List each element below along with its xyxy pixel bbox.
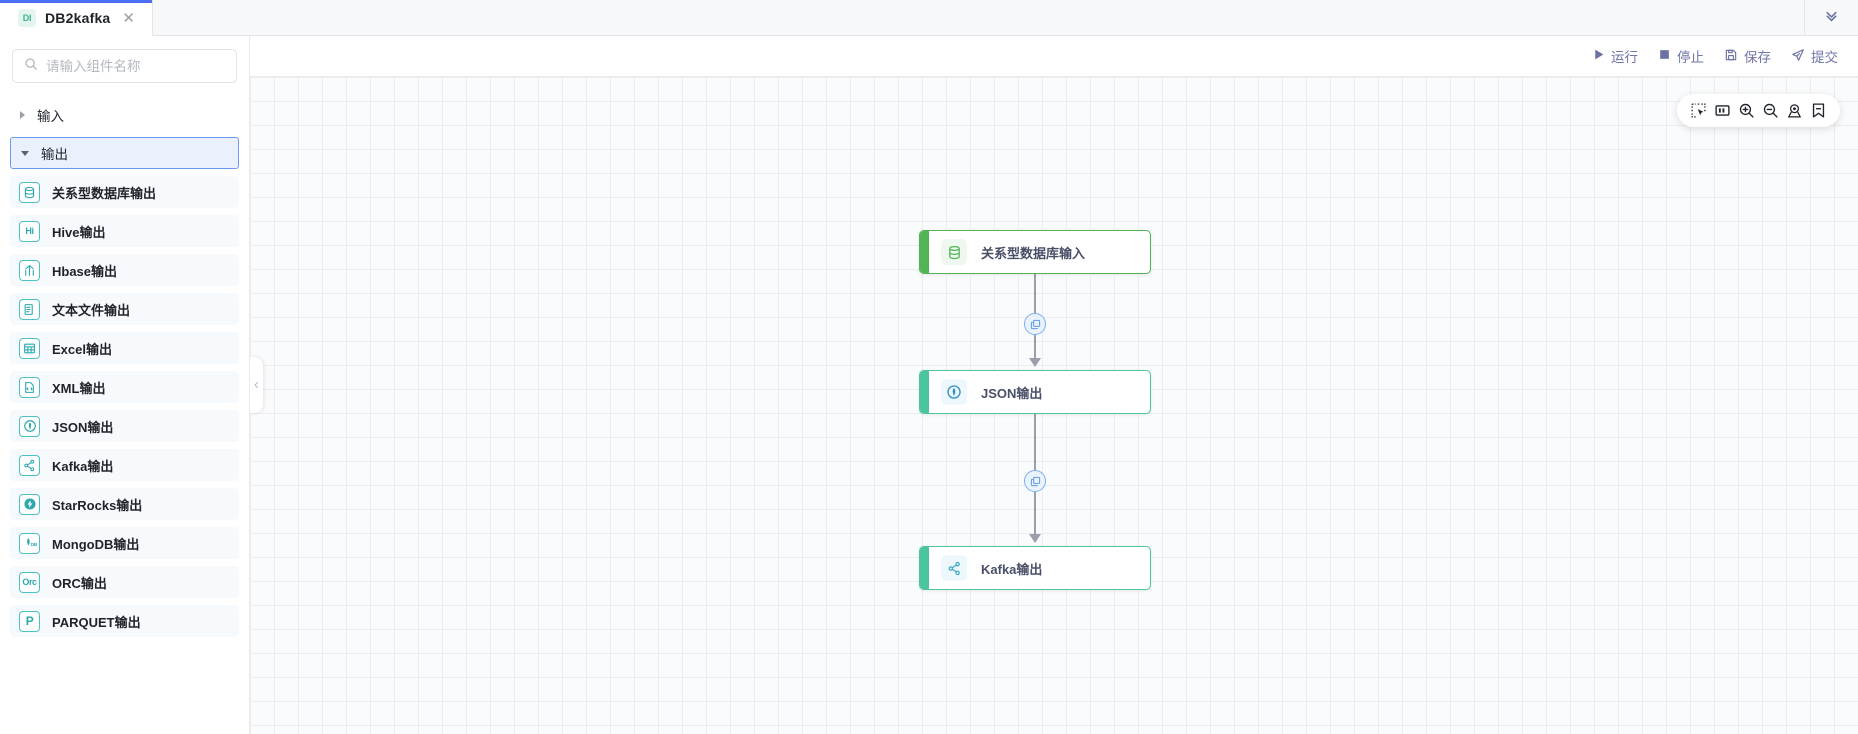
svg-text:DB: DB (30, 542, 36, 548)
database-icon (19, 182, 40, 203)
chevron-right-icon (20, 111, 25, 119)
component-label: Excel输出 (52, 339, 112, 358)
stop-icon (1658, 48, 1671, 64)
tab-title: DB2kafka (45, 10, 110, 26)
orc-icon: Orc (19, 572, 40, 593)
component-item-hbase-output[interactable]: Hbase输出 (10, 254, 239, 286)
fit-view-icon[interactable] (1714, 102, 1731, 119)
submit-label: 提交 (1811, 46, 1838, 66)
search-wrapper (0, 36, 249, 93)
search-box[interactable] (12, 49, 237, 83)
component-label: 关系型数据库输出 (52, 183, 156, 202)
database-icon (941, 239, 967, 265)
bookmark-icon[interactable] (1810, 102, 1827, 119)
component-label: Hive输出 (52, 222, 105, 241)
component-label: StarRocks输出 (52, 495, 142, 514)
send-icon (1791, 48, 1805, 65)
text-file-icon (19, 299, 40, 320)
node-accent-bar (920, 547, 929, 589)
component-item-mongodb-output[interactable]: DB MongoDB输出 (10, 527, 239, 559)
hbase-icon (19, 260, 40, 281)
mongodb-icon: DB (19, 533, 40, 554)
tab-bar: DI DB2kafka ✕ (0, 0, 1858, 36)
save-label: 保存 (1744, 46, 1771, 66)
zoom-in-icon[interactable] (1738, 102, 1755, 119)
hive-icon: Hi (19, 221, 40, 242)
canvas-tools (1677, 94, 1840, 127)
tabbar-actions (1804, 0, 1858, 35)
edge-badge-copy-1[interactable] (1024, 313, 1046, 335)
play-icon (1592, 48, 1605, 64)
locate-icon[interactable] (1786, 102, 1803, 119)
tab-type-badge: DI (18, 9, 36, 27)
node-accent-bar (920, 231, 929, 273)
tab-db2kafka[interactable]: DI DB2kafka ✕ (0, 0, 153, 36)
component-item-orc-output[interactable]: Orc ORC输出 (10, 566, 239, 598)
edge-arrow-2 (1029, 534, 1041, 543)
component-label: Kafka输出 (52, 456, 113, 475)
sidebar-group-label: 输出 (41, 143, 68, 163)
json-icon (941, 379, 967, 405)
component-label: 文本文件输出 (52, 300, 130, 319)
component-label: ORC输出 (52, 573, 107, 592)
edge-arrow-1 (1029, 358, 1041, 367)
component-label: JSON输出 (52, 417, 113, 436)
component-tree: 输入 输出 关系型数据库输出 Hi Hive输出 Hbase输出 (0, 93, 249, 734)
close-icon[interactable]: ✕ (119, 9, 138, 28)
component-label: XML输出 (52, 378, 105, 397)
search-icon (24, 57, 38, 76)
xml-icon (19, 377, 40, 398)
stop-button[interactable]: 停止 (1658, 46, 1704, 66)
run-button[interactable]: 运行 (1592, 46, 1638, 66)
save-icon (1724, 48, 1738, 65)
kafka-icon (19, 455, 40, 476)
component-item-kafka-output[interactable]: Kafka输出 (10, 449, 239, 481)
node-label: 关系型数据库输入 (981, 243, 1085, 262)
flow-canvas-area: 运行 停止 保存 提交 (250, 36, 1858, 734)
sidebar-group-label: 输入 (37, 105, 64, 125)
action-toolbar: 运行 停止 保存 提交 (250, 36, 1858, 77)
select-box-icon[interactable] (1690, 102, 1707, 119)
node-label: JSON输出 (981, 383, 1042, 402)
node-body: 关系型数据库输入 (929, 231, 1150, 273)
component-label: PARQUET输出 (52, 612, 141, 631)
component-item-relational-db-output[interactable]: 关系型数据库输出 (10, 176, 239, 208)
node-accent-bar (920, 371, 929, 413)
flow-node-json-output[interactable]: JSON输出 (919, 370, 1151, 414)
sidebar-collapse-handle[interactable] (250, 357, 263, 413)
stop-label: 停止 (1677, 46, 1704, 66)
excel-icon (19, 338, 40, 359)
flow-node-relational-db-input[interactable]: 关系型数据库输入 (919, 230, 1151, 274)
component-item-starrocks-output[interactable]: StarRocks输出 (10, 488, 239, 520)
component-item-text-file-output[interactable]: 文本文件输出 (10, 293, 239, 325)
node-body: JSON输出 (929, 371, 1150, 413)
flow-node-kafka-output[interactable]: Kafka输出 (919, 546, 1151, 590)
json-icon (19, 416, 40, 437)
search-input[interactable] (46, 59, 225, 74)
node-label: Kafka输出 (981, 559, 1042, 578)
sidebar-group-input[interactable]: 输入 (10, 99, 239, 131)
node-body: Kafka输出 (929, 547, 1150, 589)
kafka-icon (941, 555, 967, 581)
double-chevron-down-icon[interactable] (1823, 7, 1840, 29)
component-label: MongoDB输出 (52, 534, 139, 553)
sidebar-group-output[interactable]: 输出 (10, 137, 239, 169)
component-item-hive-output[interactable]: Hi Hive输出 (10, 215, 239, 247)
zoom-out-icon[interactable] (1762, 102, 1779, 119)
run-label: 运行 (1611, 46, 1638, 66)
component-sidebar: 输入 输出 关系型数据库输出 Hi Hive输出 Hbase输出 (0, 36, 250, 734)
submit-button[interactable]: 提交 (1791, 46, 1838, 66)
chevron-down-icon (21, 151, 29, 156)
component-item-xml-output[interactable]: XML输出 (10, 371, 239, 403)
component-item-excel-output[interactable]: Excel输出 (10, 332, 239, 364)
parquet-icon: P (19, 611, 40, 632)
save-button[interactable]: 保存 (1724, 46, 1771, 66)
component-item-json-output[interactable]: JSON输出 (10, 410, 239, 442)
component-label: Hbase输出 (52, 261, 117, 280)
starrocks-icon (19, 494, 40, 515)
edge-badge-copy-2[interactable] (1024, 470, 1046, 492)
component-item-parquet-output[interactable]: P PARQUET输出 (10, 605, 239, 637)
